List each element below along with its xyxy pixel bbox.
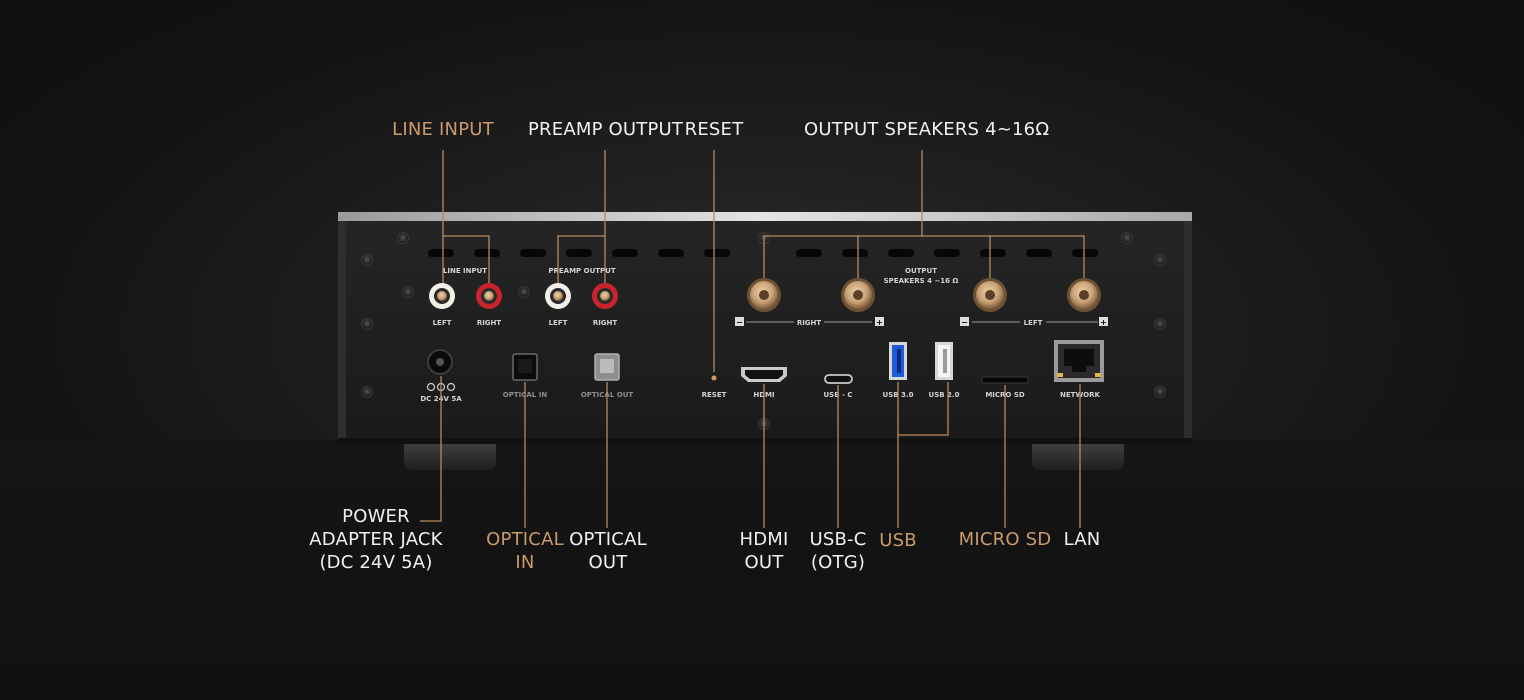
speaker-plus-box-right bbox=[875, 317, 884, 326]
speaker-minus-box-left bbox=[960, 317, 969, 326]
panel-label-speaker-right: RIGHT bbox=[797, 319, 822, 327]
usb-c-port[interactable] bbox=[824, 374, 853, 384]
panel-label-line-input: LINE INPUT bbox=[443, 267, 487, 275]
callout-reset: RESET bbox=[684, 119, 744, 140]
panel-minus-right: − bbox=[736, 318, 743, 327]
callout-line-input: LINE INPUT bbox=[392, 119, 494, 140]
panel-label-output-2: SPEAKERS 4 ~16 Ω bbox=[884, 277, 959, 285]
panel-label-line-right: RIGHT bbox=[477, 319, 502, 327]
chassis-panel bbox=[338, 221, 1192, 444]
chassis-bottom-edge bbox=[338, 438, 1192, 444]
panel-label-output-1: OUTPUT bbox=[905, 267, 937, 275]
panel-plus-left: + bbox=[1100, 318, 1107, 327]
speaker-minus-box-right bbox=[735, 317, 744, 326]
panel-minus-left: − bbox=[961, 318, 968, 327]
chassis-top-strip bbox=[338, 212, 1192, 222]
callout-usb-c-otg: USB-C (OTG) bbox=[809, 529, 867, 573]
panel-label-usb-2: USB 2.0 bbox=[929, 391, 960, 399]
panel-label-preamp-left: LEFT bbox=[549, 319, 568, 327]
panel-label-preamp-output: PREAMP OUTPUT bbox=[548, 267, 615, 275]
callout-optical-in: OPTICAL IN bbox=[486, 529, 564, 573]
leader-lines bbox=[420, 150, 1085, 528]
rca-preamp-output-right[interactable] bbox=[592, 283, 618, 309]
panel-label-reset: RESET bbox=[702, 391, 727, 399]
panel-label-preamp-right: RIGHT bbox=[593, 319, 618, 327]
optical-out-port[interactable] bbox=[594, 353, 620, 381]
callout-preamp-output: PREAMP OUTPUT bbox=[528, 119, 684, 140]
chassis-side-left bbox=[338, 221, 346, 444]
chassis-side-right bbox=[1184, 221, 1192, 444]
speaker-post-left-minus[interactable] bbox=[973, 278, 1007, 312]
foot-left bbox=[404, 436, 496, 470]
callout-lan: LAN bbox=[1063, 529, 1101, 550]
callout-output-speakers: OUTPUT SPEAKERS 4~16Ω bbox=[804, 119, 1050, 140]
speaker-plus-box-left bbox=[1099, 317, 1108, 326]
floor-shadow bbox=[0, 440, 1524, 700]
micro-sd-slot[interactable] bbox=[981, 376, 1029, 384]
network-port[interactable] bbox=[1054, 340, 1104, 382]
callout-optical-out: OPTICAL OUT bbox=[569, 529, 647, 573]
rca-line-input-left[interactable] bbox=[429, 283, 455, 309]
reset-pinhole[interactable] bbox=[711, 375, 717, 381]
panel-label-speaker-left: LEFT bbox=[1024, 319, 1043, 327]
callout-hdmi-out: HDMI OUT bbox=[739, 529, 789, 573]
foot-right bbox=[1032, 436, 1124, 470]
callout-power-adapter-jack: POWER ADAPTER JACK (DC 24V 5A) bbox=[309, 506, 443, 573]
callout-micro-sd: MICRO SD bbox=[958, 529, 1052, 550]
panel-plus-right: + bbox=[876, 318, 883, 327]
panel-label-line-left: LEFT bbox=[433, 319, 452, 327]
rca-preamp-output-left[interactable] bbox=[545, 283, 571, 309]
usb-2-port[interactable] bbox=[935, 342, 953, 380]
optical-in-port[interactable] bbox=[512, 353, 538, 381]
callout-usb: USB bbox=[879, 530, 917, 551]
speaker-post-left-plus[interactable] bbox=[1067, 278, 1101, 312]
vent-slots bbox=[428, 249, 1098, 257]
usb-3-port[interactable] bbox=[889, 342, 907, 380]
dc-power-jack[interactable] bbox=[427, 349, 453, 375]
hdmi-port[interactable] bbox=[741, 367, 787, 382]
speaker-post-right-plus[interactable] bbox=[841, 278, 875, 312]
rca-line-input-right[interactable] bbox=[476, 283, 502, 309]
speaker-post-right-minus[interactable] bbox=[747, 278, 781, 312]
